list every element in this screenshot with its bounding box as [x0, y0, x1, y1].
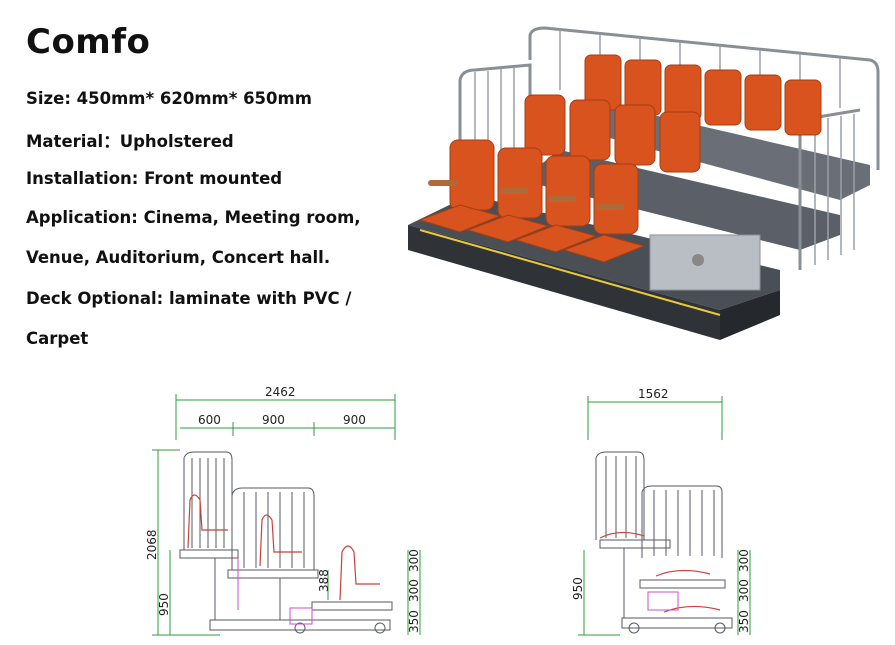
product-title: Comfo [26, 22, 151, 62]
dim-height-total: 2068 [145, 529, 159, 560]
spec-application: Application: Cinema, Meeting room, [26, 208, 361, 227]
dim-front-stack-3: 300 [737, 549, 751, 572]
dim-front-stack-1: 350 [737, 610, 751, 633]
spec-deck: Deck Optional: laminate with PVC / [26, 289, 352, 308]
dim-segment-1: 600 [198, 413, 221, 427]
spec-application-continued: Venue, Auditorium, Concert hall. [26, 248, 331, 267]
dim-stack-3: 300 [407, 549, 421, 572]
dim-height-lower: 950 [157, 593, 171, 616]
side-view-drawing: 2462 600 900 900 2068 950 388 350 300 30… [145, 385, 421, 636]
spec-material: Material：Upholstered [26, 132, 234, 151]
spec-installation: Installation: Front mounted [26, 169, 283, 188]
dim-step-rise: 388 [317, 569, 331, 592]
dim-total-width: 2462 [265, 385, 296, 399]
retractable-seating-photo [408, 26, 880, 340]
dim-front-stack-2: 300 [737, 579, 751, 602]
dim-front-total-width: 1562 [638, 387, 669, 401]
dim-stack-1: 350 [407, 610, 421, 633]
dim-segment-3: 900 [343, 413, 366, 427]
dim-stack-2: 300 [407, 579, 421, 602]
front-view-drawing: 1562 950 350 300 300 [571, 387, 751, 636]
dim-segment-2: 900 [262, 413, 285, 427]
spec-size: Size: 450mm* 620mm* 650mm [26, 89, 312, 108]
spec-deck-continued: Carpet [26, 329, 89, 348]
dim-front-height-lower: 950 [571, 577, 585, 600]
